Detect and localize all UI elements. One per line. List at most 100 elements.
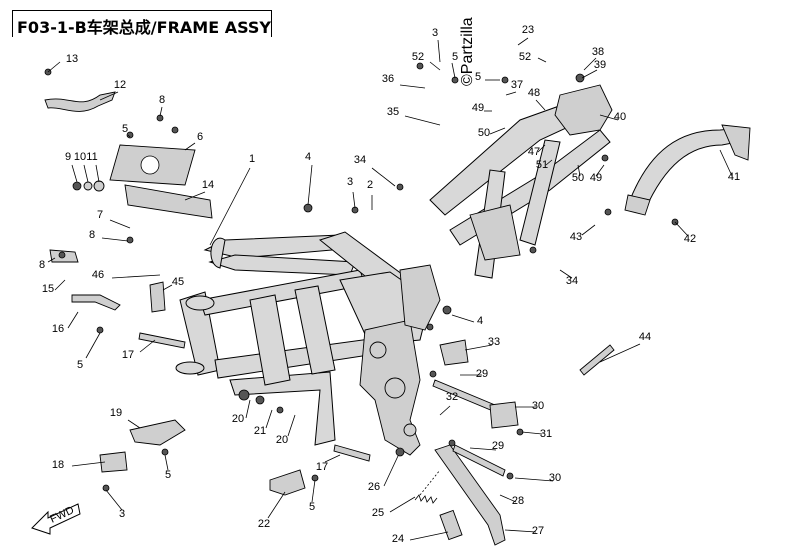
- callout-number: 47: [528, 146, 540, 158]
- main-frame: [175, 231, 431, 446]
- callout-number: 9: [65, 151, 71, 163]
- callout-leader: [409, 531, 449, 541]
- callout-leader: [674, 221, 689, 237]
- fasteners: [44, 62, 679, 492]
- callout-number: 20: [276, 434, 288, 446]
- callout-number: 44: [639, 331, 651, 343]
- callout-leader: [101, 237, 129, 242]
- callout-leader: [111, 274, 161, 279]
- callout-leader: [127, 134, 131, 138]
- callout-number: 11: [86, 151, 97, 163]
- callout-leader: [545, 159, 553, 166]
- callout-leader: [71, 461, 106, 467]
- callout-number: 17: [316, 461, 328, 473]
- callout-number: 50: [572, 172, 584, 184]
- callout-leader: [164, 454, 169, 471]
- fwd-arrow: FWD: [31, 503, 81, 535]
- callout-leader: [267, 491, 286, 519]
- callout-number: 22: [258, 518, 270, 530]
- callout-leader: [404, 115, 441, 126]
- callout-leader: [83, 164, 89, 183]
- callout-leader: [47, 61, 61, 73]
- callout-number: 49: [590, 172, 602, 184]
- callout-leader: [399, 84, 426, 89]
- callout-number: 18: [52, 459, 64, 471]
- callout-leader: [559, 269, 573, 279]
- callout-leader: [599, 114, 619, 121]
- callout-number: 17: [122, 349, 134, 361]
- callout-leader: [504, 529, 537, 533]
- callout-number: 29: [492, 440, 504, 452]
- callout-number: 48: [528, 87, 540, 99]
- callout-number: 31: [540, 428, 552, 440]
- callout-leader: [535, 99, 546, 111]
- callout-leader: [537, 57, 547, 63]
- callout-number: 5: [309, 501, 315, 513]
- callout-leader: [352, 191, 356, 209]
- callout-number: 5: [165, 469, 171, 481]
- callout-leader: [184, 142, 196, 151]
- callout-leader: [577, 164, 581, 177]
- callout-number: 6: [197, 131, 203, 143]
- callout-leader: [581, 69, 598, 79]
- callout-number: 52: [519, 51, 531, 63]
- callout-number: 51: [536, 159, 548, 171]
- side-stand: [419, 444, 506, 546]
- callout-leader: [537, 144, 546, 153]
- callout-leader: [109, 219, 131, 229]
- callout-number: 27: [532, 525, 544, 537]
- callout-leader: [451, 314, 475, 323]
- callout-number: 14: [202, 179, 214, 191]
- callout-number: 3: [347, 176, 353, 188]
- callout-number: 29: [476, 368, 488, 380]
- callout-leader: [514, 477, 554, 482]
- callout-number: 16: [52, 323, 64, 335]
- callout-number: 19: [110, 407, 122, 419]
- callout-number: 20: [232, 413, 244, 425]
- callout-leader: [287, 414, 296, 437]
- callout-leader: [437, 39, 441, 63]
- long-bolts: [138, 332, 615, 477]
- callout-number: 50: [478, 127, 490, 139]
- left-brackets: [44, 91, 519, 496]
- callout-leader: [85, 332, 101, 359]
- callout-leader: [719, 149, 733, 177]
- callout-leader: [599, 343, 641, 363]
- callout-leader: [429, 61, 441, 71]
- title-box: F03-1-B车架总成/FRAME ASSY: [12, 10, 272, 37]
- callout-number: 30: [549, 472, 561, 484]
- callout-leader: [439, 405, 451, 416]
- callout-number: 4: [305, 151, 311, 163]
- callout-leader: [451, 62, 456, 79]
- callout-leader: [521, 431, 543, 435]
- callout-number: 21: [254, 425, 266, 437]
- callout-leader: [95, 164, 100, 183]
- callout-number: 39: [594, 59, 606, 71]
- callout-number: 23: [522, 24, 534, 36]
- callout-leader: [184, 191, 206, 201]
- rear-subframe: [429, 84, 613, 279]
- callout-leader: [54, 279, 66, 291]
- callout-number: 49: [472, 102, 484, 114]
- callout-number: 52: [412, 51, 424, 63]
- callout-number: 4: [477, 315, 483, 327]
- side-plate: [359, 264, 441, 456]
- callout-number: 34: [566, 275, 578, 287]
- callout-leader: [517, 37, 529, 46]
- callout-leader: [127, 419, 141, 429]
- callout-number: 13: [66, 53, 78, 65]
- callout-leader: [595, 164, 605, 177]
- callout-number: 5: [122, 123, 128, 135]
- callout-number: 33: [488, 336, 500, 348]
- callout-number: 24: [392, 533, 404, 545]
- callout-leader: [469, 447, 497, 451]
- callout-leader: [307, 164, 313, 206]
- callout-leader: [139, 339, 156, 353]
- callout-number: 5: [452, 51, 458, 63]
- grab-rail: [624, 124, 751, 216]
- callout-number: 35: [387, 106, 399, 118]
- callout-leader: [383, 455, 399, 487]
- callout-number: 37: [511, 79, 523, 91]
